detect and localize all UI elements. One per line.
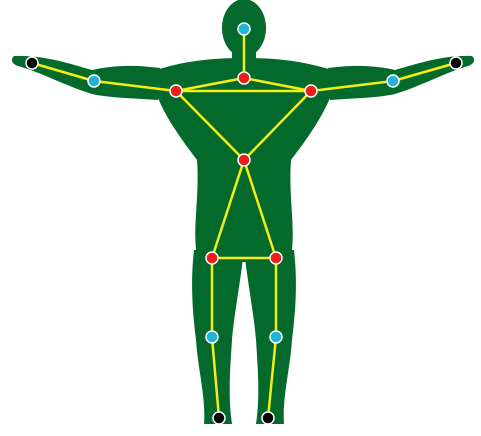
joint-left-ankle (262, 412, 274, 424)
joint-left-knee (270, 331, 282, 343)
joint-left-shoulder (305, 85, 317, 97)
joint-left-elbow (387, 75, 399, 87)
joint-pelvis (238, 154, 250, 166)
joint-right-wrist (26, 57, 38, 69)
joint-right-elbow (88, 75, 100, 87)
joint-right-hip (206, 252, 218, 264)
joint-right-knee (206, 331, 218, 343)
joint-neck (238, 72, 250, 84)
joint-right-ankle (213, 412, 225, 424)
joint-left-hip (270, 252, 282, 264)
joint-left-wrist (450, 57, 462, 69)
joint-head (238, 23, 250, 35)
joint-right-shoulder (170, 85, 182, 97)
